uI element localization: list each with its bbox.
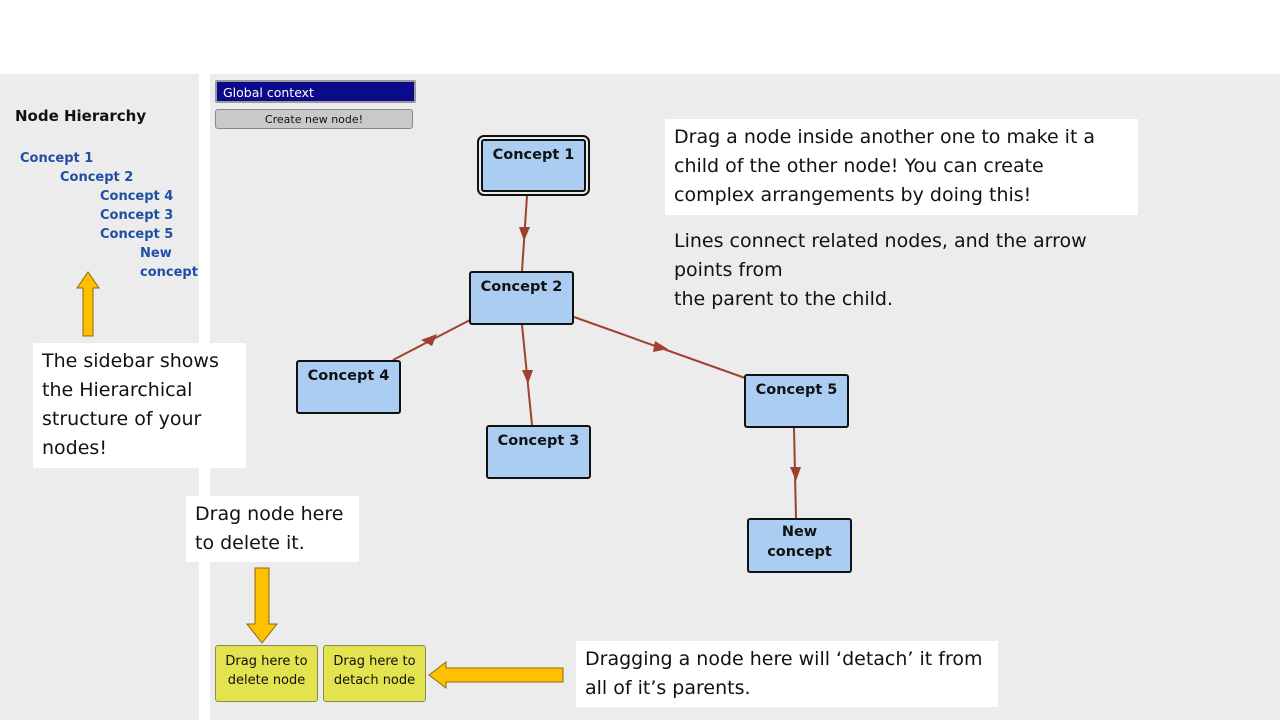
- sidebar-title: Node Hierarchy: [15, 107, 147, 125]
- callout-line: Drag node here: [195, 503, 344, 525]
- delete-zone-line2: delete node: [227, 673, 306, 688]
- detach-drop-zone[interactable]: Drag here to detach node: [323, 645, 426, 702]
- callout-line: all of it’s parents.: [585, 677, 751, 699]
- edge-arrowhead: [519, 227, 530, 241]
- edge-arrowhead: [653, 341, 668, 352]
- detach-zone-line1: Drag here to: [333, 654, 416, 669]
- node-concept-1[interactable]: Concept 1: [477, 135, 590, 196]
- callout-line: Dragging a node here will ‘detach’ it fr…: [585, 648, 983, 670]
- tree-item-concept-3[interactable]: Concept 3: [100, 208, 174, 223]
- callout-line: the parent to the child.: [674, 288, 894, 310]
- callout-line: structure of your: [42, 408, 202, 430]
- callout-line: complex arrangements by doing this!: [674, 184, 1032, 206]
- callout-line: the Hierarchical: [42, 379, 193, 401]
- node-concept-5[interactable]: Concept 5: [744, 374, 849, 428]
- edge-arrowhead: [522, 370, 533, 384]
- detach-zone-line2: detach node: [333, 673, 416, 688]
- callout-drag-inside: Drag a node inside another one to make i…: [665, 119, 1138, 215]
- callout-line: The sidebar shows: [42, 350, 219, 372]
- callout-line: child of the other node! You can create: [674, 155, 1044, 177]
- callout-lines-connect: Lines connect related nodes, and the arr…: [665, 223, 1135, 313]
- callout-line: nodes!: [42, 437, 107, 459]
- up-arrow-icon: [76, 271, 100, 337]
- tree-item-concept-1[interactable]: Concept 1: [20, 151, 94, 166]
- callout-line: Drag a node inside another one to make i…: [674, 126, 1096, 148]
- callout-line: to delete it.: [195, 532, 305, 554]
- callout-line: points from: [674, 259, 783, 281]
- tree-item-concept-4[interactable]: Concept 4: [100, 189, 174, 204]
- left-arrow-icon: [428, 660, 564, 690]
- edge-arrowhead: [790, 467, 801, 481]
- callout-sidebar: The sidebar shows the Hierarchical struc…: [33, 343, 246, 468]
- tree-item-concept-5[interactable]: Concept 5: [100, 227, 174, 242]
- delete-zone-line1: Drag here to: [225, 654, 308, 669]
- node-concept-3[interactable]: Concept 3: [486, 425, 591, 479]
- down-arrow-icon: [245, 567, 279, 644]
- tree-item-new-concept-cont[interactable]: concept: [140, 265, 198, 280]
- callout-delete: Drag node here to delete it.: [186, 496, 359, 562]
- global-context-bar[interactable]: Global context: [215, 80, 416, 103]
- node-new-concept-line2: concept: [767, 544, 832, 560]
- tree-item-concept-2[interactable]: Concept 2: [60, 170, 134, 185]
- tree-item-new-concept[interactable]: New: [140, 246, 172, 261]
- callout-line: Lines connect related nodes, and the arr…: [674, 230, 1087, 252]
- create-node-button[interactable]: Create new node!: [215, 109, 413, 129]
- callout-detach: Dragging a node here will ‘detach’ it fr…: [576, 641, 998, 707]
- node-concept-2[interactable]: Concept 2: [469, 271, 574, 325]
- delete-drop-zone[interactable]: Drag here to delete node: [215, 645, 318, 702]
- node-concept-4[interactable]: Concept 4: [296, 360, 401, 414]
- top-margin: [0, 0, 1280, 74]
- edge-arrowhead: [421, 334, 437, 346]
- node-new-concept[interactable]: New concept: [747, 518, 852, 573]
- node-new-concept-line1: New: [781, 524, 818, 540]
